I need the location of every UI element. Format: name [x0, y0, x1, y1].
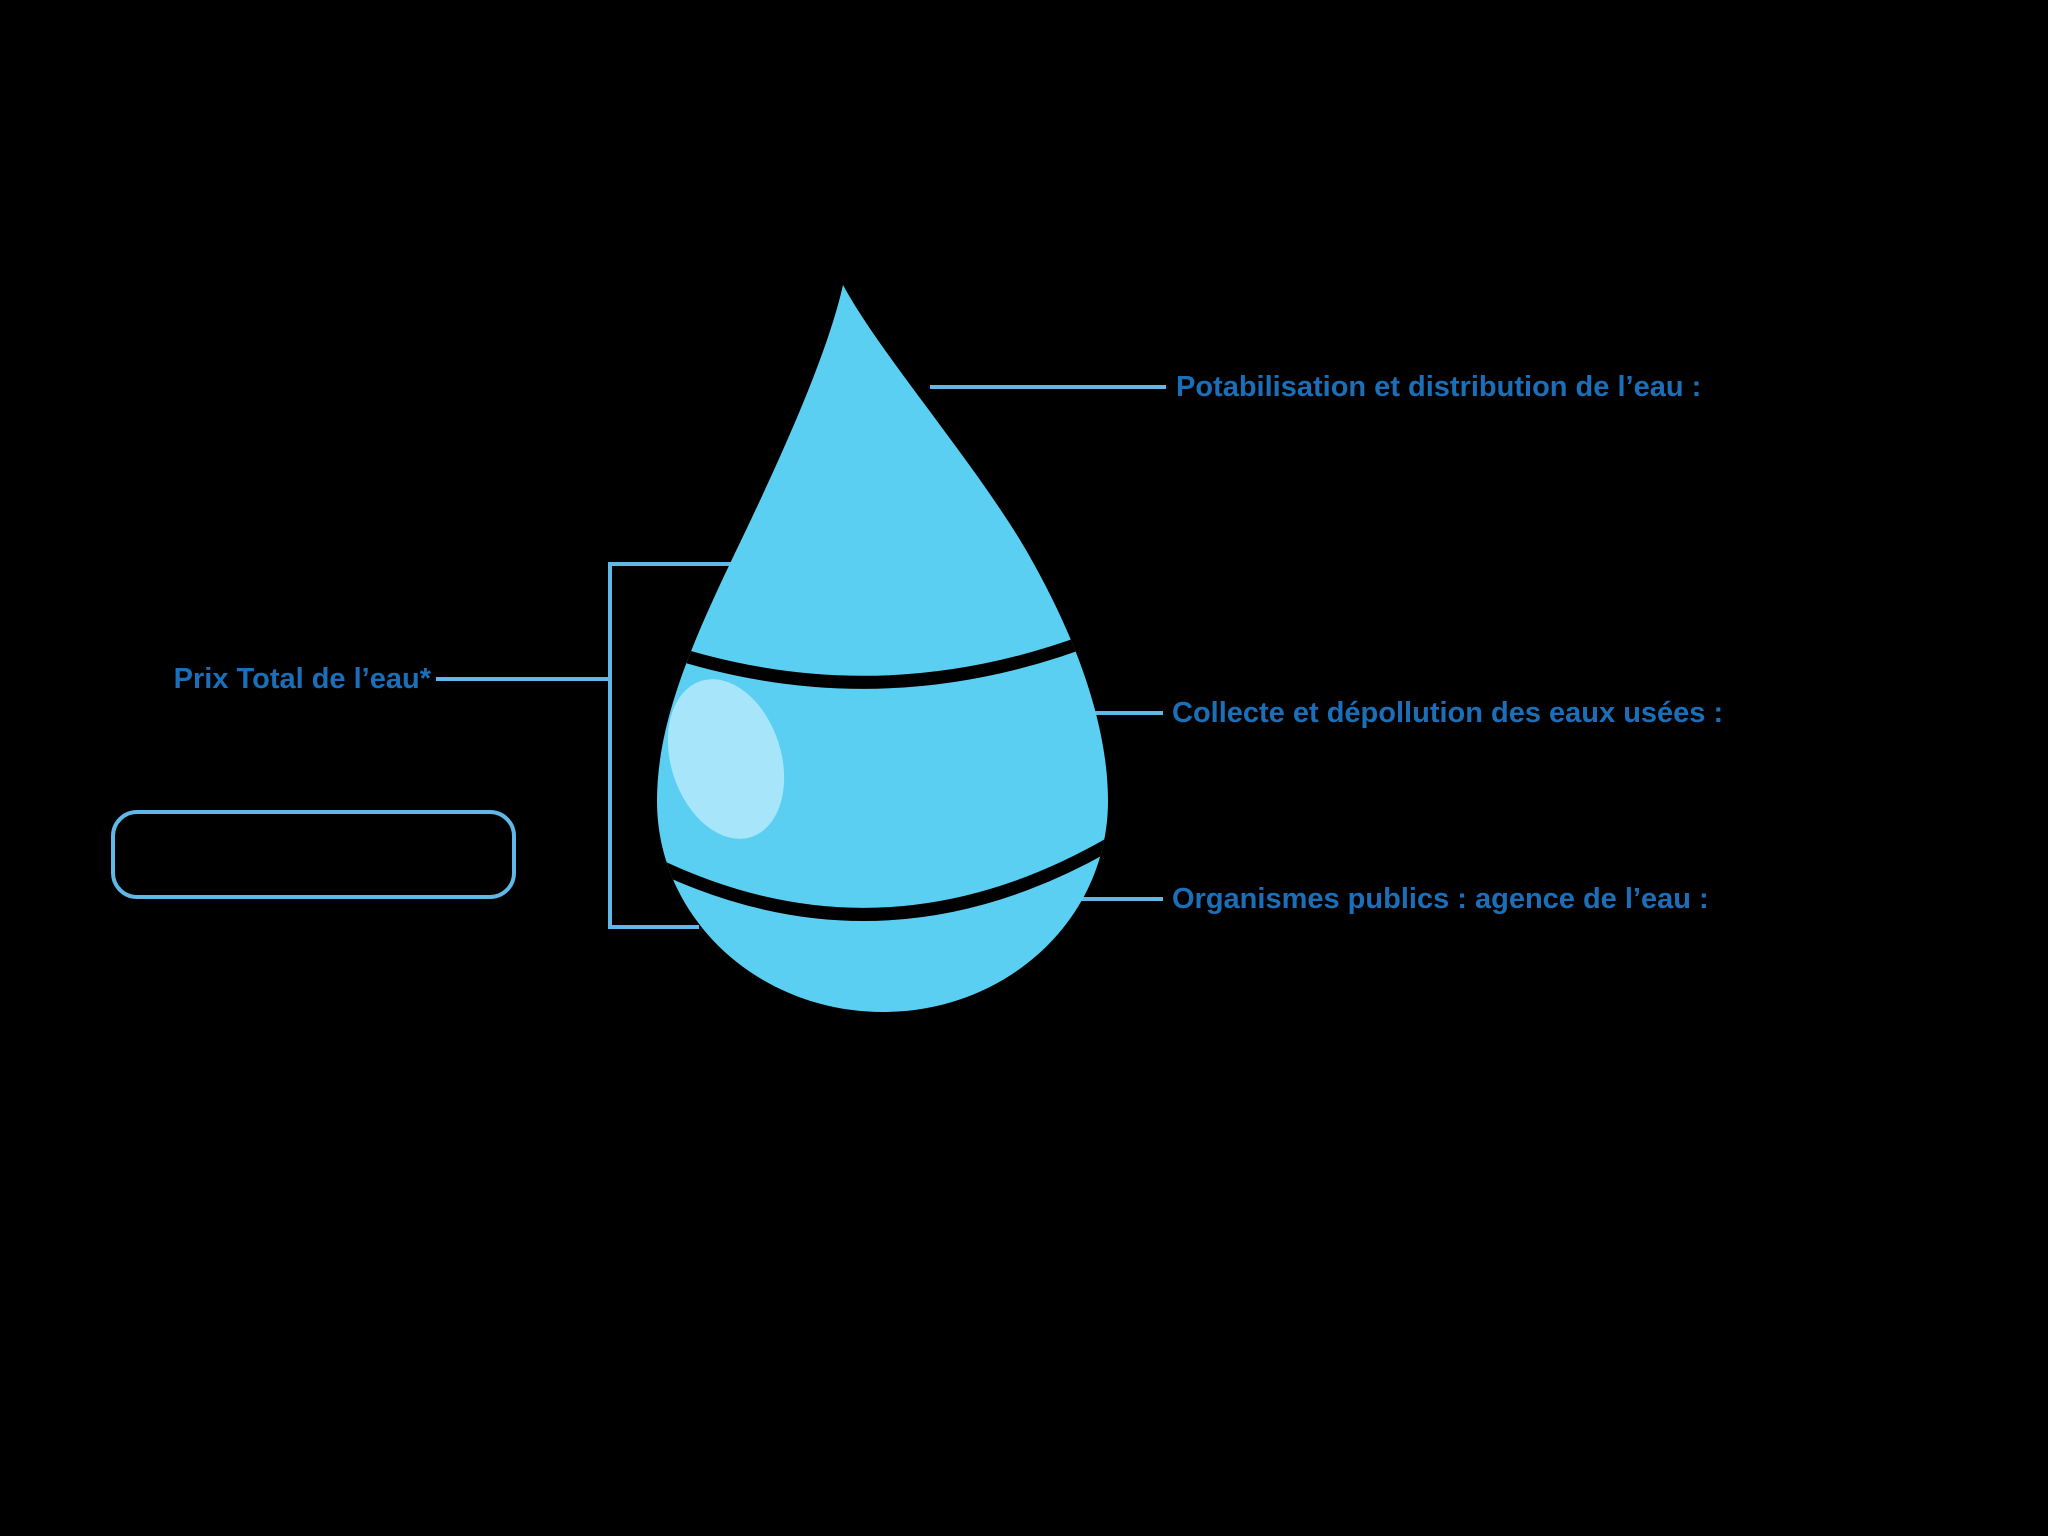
label-prix-total: Prix Total de l’eau* [173, 663, 431, 695]
label-collecte: Collecte et dépollution des eaux usées : [1172, 697, 1724, 729]
price-value-box [111, 810, 516, 899]
label-organismes: Organismes publics : agence de l’eau : [1172, 883, 1709, 915]
divider-line-bottom [657, 827, 1108, 921]
label-potabilisation: Potabilisation et distribution de l’eau … [1176, 371, 1702, 403]
water-drop-shape [657, 285, 1108, 1012]
divider-line-top [657, 618, 1108, 689]
drop-highlight [667, 679, 785, 839]
prix-bracket [608, 562, 758, 929]
water-drop-illustration [657, 285, 1108, 1012]
